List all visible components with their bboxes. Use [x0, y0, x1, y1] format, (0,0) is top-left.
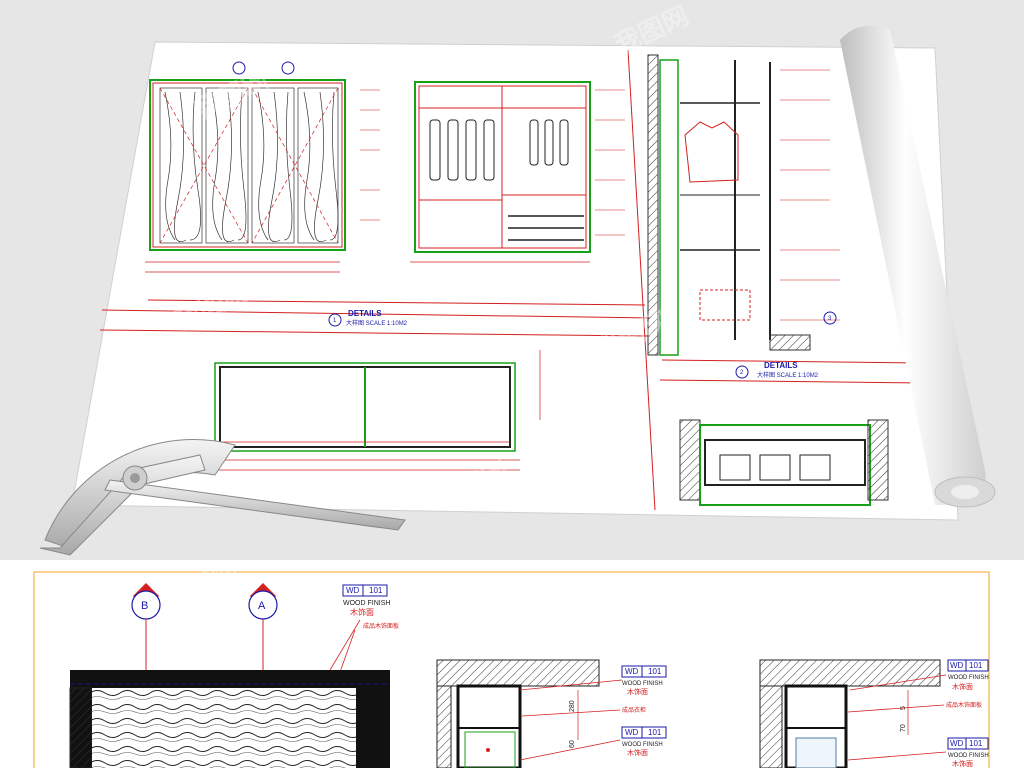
wood-finish-cn: 木饰面: [350, 607, 374, 617]
annotation-text: 成品衣柜: [622, 706, 646, 714]
wardrobe-interior-elevation: [410, 81, 625, 263]
tag-number: 101: [648, 728, 662, 737]
section-bubble-number: 3: [828, 316, 832, 322]
annotation-text: 成品木饰面板: [946, 701, 982, 709]
dimension-60: 60: [569, 740, 576, 748]
drawing-sheet: [71, 41, 959, 521]
protractor-icon: [39, 439, 406, 556]
tag-code: WD: [950, 661, 964, 670]
cabinet-section-right: 5 70 WD 101 WOOD FINISH 木饰面 成品木饰面板 WD 10…: [759, 659, 989, 768]
wardrobe-plan-view: [210, 350, 541, 471]
details-title: DETAILS: [348, 309, 382, 318]
details-scale: 大样图 SCALE 1:10M2: [757, 371, 819, 379]
paper-roll-icon: [840, 25, 996, 508]
tag-code: WD: [625, 667, 639, 676]
details-header-1: 1 DETAILS 大样图 SCALE 1:10M2: [328, 309, 408, 327]
tag-number: 101: [969, 661, 983, 670]
drawer-section-detail: [679, 419, 889, 506]
section-b-label: B: [141, 600, 148, 612]
tag-code: WD: [625, 728, 639, 737]
wardrobe-section-detail: [647, 54, 840, 356]
wood-finish-label: WOOD FINISH: [343, 600, 390, 607]
wood-finish-cn: 木饰面: [627, 748, 648, 757]
dimension-70: 70: [900, 724, 907, 732]
wood-finish-label: WOOD FINISH: [948, 675, 989, 681]
wood-finish-label: WOOD FINISH: [622, 681, 663, 687]
cabinet-section-middle: 280 60 WD 101 WOOD FINISH 木饰面 成品衣柜 WD 10…: [436, 659, 667, 768]
details-scale: 大样图 SCALE 1:10M2: [346, 319, 408, 327]
wood-finish-label: WOOD FINISH: [948, 753, 989, 759]
tag-number: 101: [969, 739, 983, 748]
wood-finish-cn: 木饰面: [627, 687, 648, 696]
tag-code: WD: [950, 739, 964, 748]
section-bubble-number: 1: [333, 318, 337, 324]
tag-number: 101: [648, 667, 662, 676]
wood-finish-cn: 木饰面: [952, 682, 973, 691]
bottom-detail-panel: B A WD 101 WOOD FINISH 木饰面 成品木饰面板: [0, 555, 1024, 768]
details-title: DETAILS: [764, 361, 798, 370]
details-header-2: 2 DETAILS 大样图 SCALE 1:10M2: [735, 361, 819, 379]
section-bubble-number: 2: [740, 370, 744, 376]
tag-code: WD: [346, 586, 360, 595]
section-bubble-icon: [823, 311, 837, 325]
wood-finish-label: WOOD FINISH: [622, 742, 663, 748]
section-a-label: A: [258, 600, 266, 612]
wood-finish-cn: 木饰面: [952, 759, 973, 768]
wood-panel-section: [69, 670, 390, 768]
tag-number: 101: [369, 586, 383, 595]
dimension-280: 280: [569, 700, 576, 712]
wardrobe-door-elevation: [145, 61, 380, 273]
annotation-text: 成品木饰面板: [363, 622, 399, 630]
